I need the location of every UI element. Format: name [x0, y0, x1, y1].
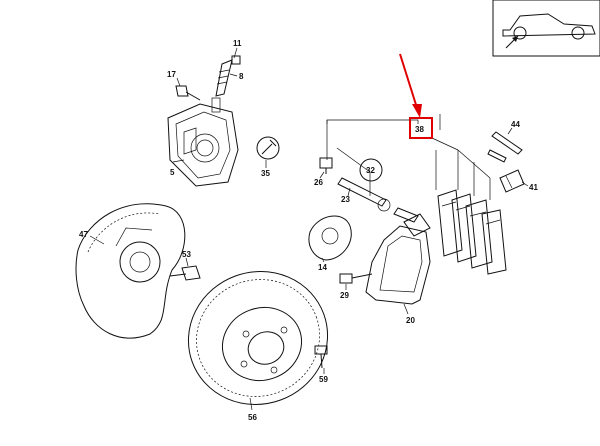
carrier-bolt	[339, 273, 373, 284]
kit-callout-lines	[326, 114, 491, 200]
highlight-callout	[399, 53, 433, 139]
guide-sleeve	[337, 177, 419, 223]
spring-clip	[499, 169, 525, 193]
label-38: 38	[415, 125, 424, 134]
label-35: 35	[261, 169, 270, 178]
bushing-pin	[487, 149, 507, 163]
label-14: 14	[318, 263, 327, 272]
brake-disc	[187, 271, 329, 405]
brake-caliper-assembly	[167, 97, 239, 187]
guide-pin	[491, 131, 523, 155]
label-5: 5	[170, 168, 175, 177]
label-29: 29	[340, 291, 349, 300]
label-26: 26	[314, 178, 323, 187]
guide-bolt	[319, 157, 333, 174]
label-56: 56	[248, 413, 257, 422]
label-59: 59	[319, 375, 328, 384]
leader-lines	[89, 47, 529, 411]
vehicle-inset	[492, 0, 600, 57]
caliper-carrier	[365, 213, 431, 305]
pad-retainer	[308, 215, 352, 261]
caliper-bolt	[175, 85, 201, 101]
label-23: 23	[341, 195, 350, 204]
dust-shield	[75, 203, 186, 339]
label-41: 41	[529, 183, 538, 192]
label-32-circle	[359, 158, 383, 182]
shield-bolt	[169, 265, 201, 281]
label-47: 47	[79, 230, 88, 239]
label-20: 20	[406, 316, 415, 325]
car-with-wheel-pointer-icon	[502, 13, 596, 49]
disc-screw	[314, 345, 328, 369]
brake-pads	[437, 189, 507, 275]
torque-wrench-icon	[256, 136, 280, 160]
label-32: 32	[366, 166, 375, 175]
bleeder-screw	[215, 55, 241, 97]
label-11: 11	[233, 39, 242, 48]
label-17: 17	[167, 70, 176, 79]
label-8: 8	[239, 72, 244, 81]
label-44: 44	[511, 120, 520, 129]
label-53: 53	[182, 250, 191, 259]
